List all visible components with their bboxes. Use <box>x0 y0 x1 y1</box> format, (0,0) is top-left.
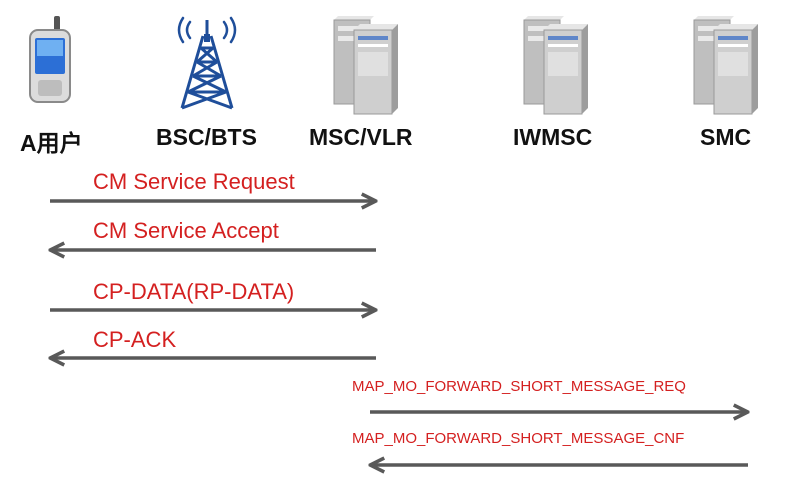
message-label: CP-DATA(RP-DATA) <box>93 279 295 304</box>
message-label: CM Service Accept <box>93 218 279 243</box>
entity-label-bsc-bts: BSC/BTS <box>156 124 257 150</box>
entity-label-smc: SMC <box>700 124 752 150</box>
entity-label-a-user: A用户 <box>20 130 83 156</box>
entity-label-iwmsc: IWMSC <box>513 124 593 150</box>
server-icon <box>333 16 398 115</box>
server-icon <box>523 16 588 115</box>
message-label: MAP_MO_FORWARD_SHORT_MESSAGE_CNF <box>352 430 685 447</box>
antenna-tower-icon <box>177 16 237 110</box>
mobile-phone-icon <box>29 16 71 103</box>
entity-label-msc-vlr: MSC/VLR <box>309 124 413 150</box>
message-label: MAP_MO_FORWARD_SHORT_MESSAGE_REQ <box>352 378 686 395</box>
message-label: CM Service Request <box>93 169 295 194</box>
message-label: CP-ACK <box>93 327 177 352</box>
server-icon <box>693 16 758 115</box>
